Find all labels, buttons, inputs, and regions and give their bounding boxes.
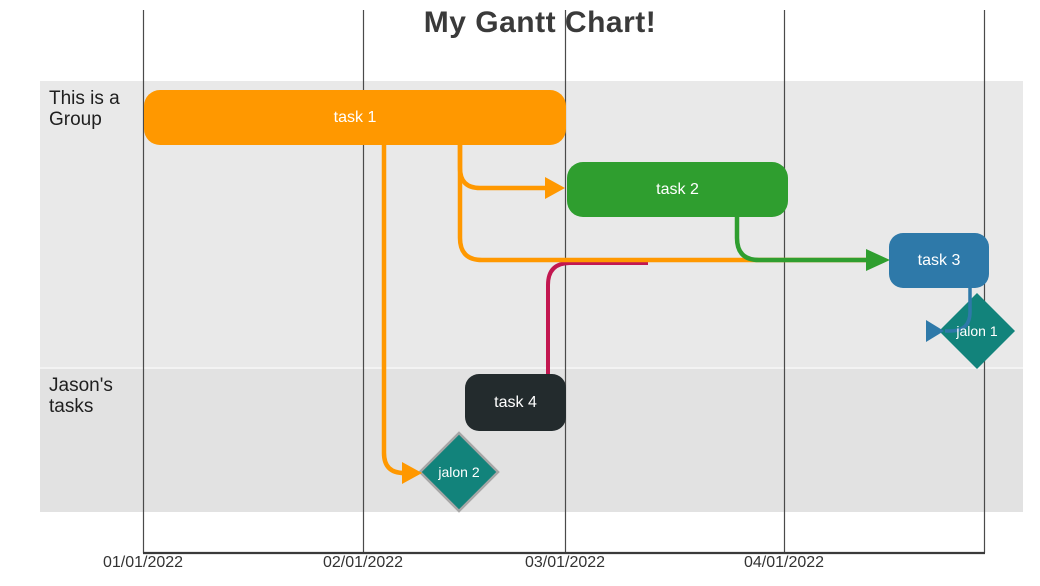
task-bar-task3[interactable]: task 3 xyxy=(889,233,989,288)
x-tick-feb: 02/01/2022 xyxy=(322,554,404,571)
task-bar-task4[interactable]: task 4 xyxy=(465,374,566,431)
milestone-jalon2[interactable] xyxy=(418,431,500,513)
row-label-jasons-tasks: Jason's tasks xyxy=(49,375,113,418)
task-bar-task2[interactable]: task 2 xyxy=(567,162,788,217)
x-tick-apr: 04/01/2022 xyxy=(743,554,825,571)
x-tick-jan: 01/01/2022 xyxy=(102,554,184,571)
task4-label: task 4 xyxy=(494,393,537,411)
task-bar-task1[interactable]: task 1 xyxy=(144,90,566,145)
task2-label: task 2 xyxy=(656,180,699,198)
task3-label: task 3 xyxy=(917,251,961,269)
x-tick-mar: 03/01/2022 xyxy=(524,554,606,571)
task1-label: task 1 xyxy=(333,108,377,126)
chart-title: My Gantt Chart! xyxy=(423,6,657,39)
row-label-group: This is a Group xyxy=(49,88,120,131)
